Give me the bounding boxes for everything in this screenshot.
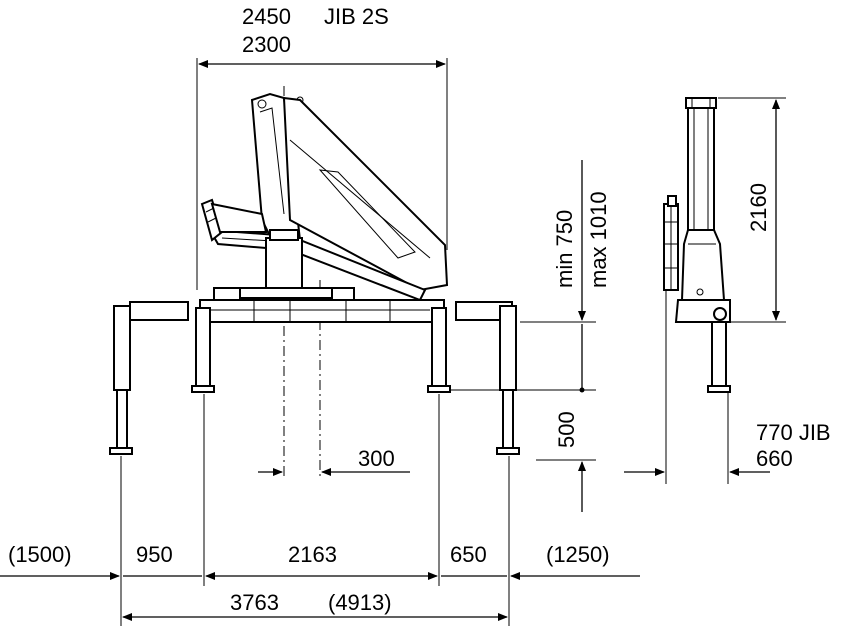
side-width-label-1: 770 JIB (756, 420, 831, 445)
total-ext-label: (4913) (328, 590, 392, 615)
ext-right-label: (1250) (546, 542, 610, 567)
bottom-dimensions: (1500) 950 2163 650 (1250) 3763 (4913) (0, 394, 640, 626)
dim-950-label: 950 (136, 542, 173, 567)
stroke-label: 500 (554, 411, 579, 448)
offset-label: 300 (358, 446, 395, 471)
ext-left-label: (1500) (8, 542, 72, 567)
reach-min-label: min 750 (552, 210, 577, 288)
crane-front-view (109, 86, 520, 480)
offset-dimension: 300 (258, 446, 410, 476)
crane-side-view: 2160 770 JIB 660 (624, 97, 831, 484)
top-width-label-2: 2300 (242, 32, 291, 57)
dim-650-label: 650 (450, 542, 487, 567)
side-width-label-2: 660 (756, 446, 793, 471)
total-label: 3763 (230, 590, 279, 615)
reach-max-label: max 1010 (586, 191, 611, 288)
top-width-label-1: 2450 (242, 4, 291, 29)
side-height-label: 2160 (746, 183, 771, 232)
top-width-dimension: 2450 JIB 2S 2300 (196, 4, 448, 290)
jib-label: JIB 2S (324, 4, 389, 29)
dim-2163-label: 2163 (288, 542, 337, 567)
vertical-dimensions: min 750 max 1010 500 (450, 160, 611, 512)
